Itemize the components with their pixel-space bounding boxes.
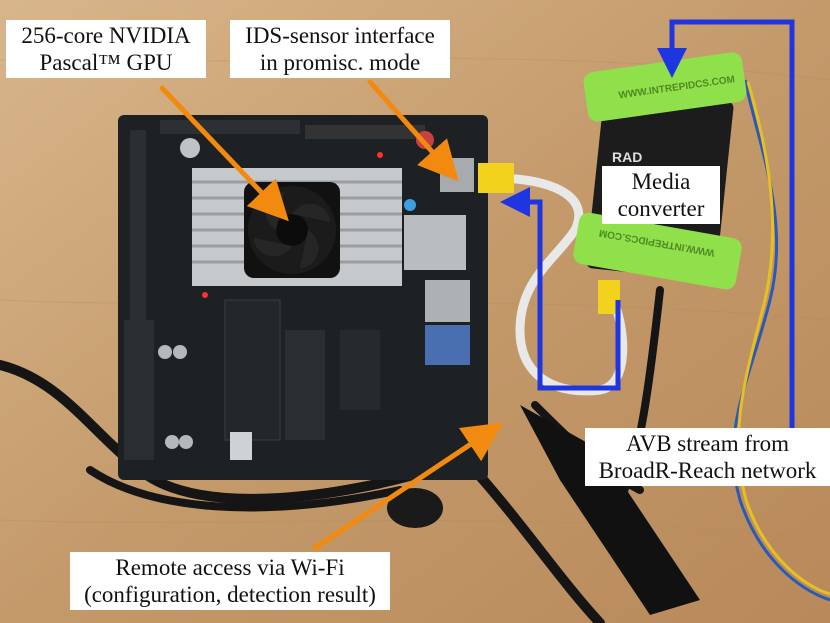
media-annotation-line2: converter (617, 196, 705, 221)
wifi-annotation: Remote access via Wi-Fi (configuration, … (70, 552, 390, 610)
wifi-antenna-icon (520, 405, 700, 615)
converter-brand-text: RAD (612, 149, 642, 165)
gpu-annotation-line1: 256-core NVIDIA (21, 23, 191, 48)
avb-stream-annotation: AVB stream from BroadR-Reach network (585, 428, 830, 486)
gpu-annotation: 256-core NVIDIA Pascal™ GPU (6, 20, 206, 78)
avb-annotation-line2: BroadR-Reach network (598, 458, 817, 483)
ferrite-core (387, 488, 443, 528)
avb-stream-arrow (500, 19, 795, 430)
annotation-arrows-orange (159, 79, 504, 551)
media-converter-annotation: Media converter (602, 166, 720, 224)
rj45-plug-converter (598, 280, 620, 314)
avb-annotation-line1: AVB stream from (625, 431, 790, 456)
board-details (124, 120, 474, 460)
rj45-plug-board (478, 163, 514, 193)
cooling-fan-icon (244, 182, 340, 278)
wifi-annotation-line2: (configuration, detection result) (84, 582, 376, 607)
media-annotation-line1: Media (631, 169, 691, 194)
ids-annotation-line2: in promisc. mode (259, 50, 421, 75)
twisted-pair-wire (732, 79, 830, 602)
ids-annotation: IDS-sensor interface in promisc. mode (230, 20, 450, 78)
ids-annotation-line1: IDS-sensor interface (245, 23, 435, 48)
gpu-annotation-line2: Pascal™ GPU (39, 50, 173, 75)
wifi-annotation-line1: Remote access via Wi-Fi (115, 555, 345, 580)
